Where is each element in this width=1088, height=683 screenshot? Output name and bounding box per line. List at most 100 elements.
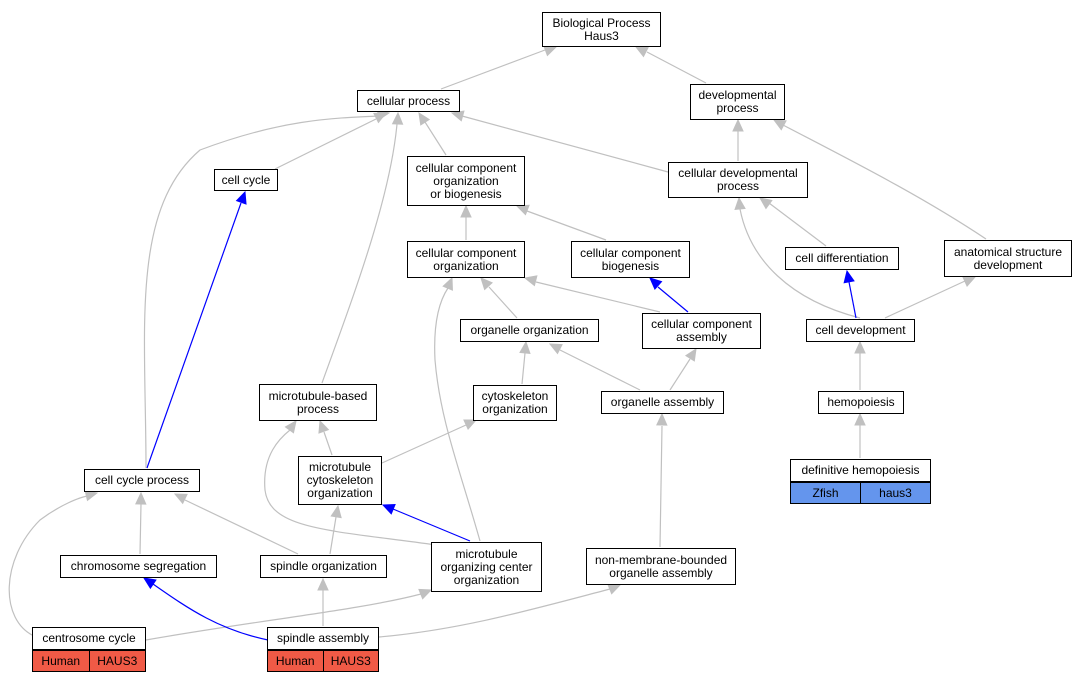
arrowhead [463,419,478,431]
edge-spindleassembly-to-chromseg [142,577,269,641]
node-developmental-process[interactable]: developmental process [690,84,785,120]
edge-orgorg-to-ccorg [480,277,518,319]
arrowhead [135,491,147,505]
arrowhead [772,119,787,131]
edge-celldev-to-developmental [732,118,744,161]
arrowhead [391,111,404,125]
edge-mtoc-to-ccorg [434,276,481,542]
node-hemopoiesis[interactable]: hemopoiesis [818,391,904,414]
arrowhead [649,277,663,290]
node-cell-development[interactable]: cell development [806,319,915,342]
node-cellular-component-organization[interactable]: cellular component organization [407,241,525,278]
annotation-species-human[interactable]: Human [33,651,89,671]
annotation-species-human[interactable]: Human [268,651,323,671]
edge-hemo-to-celldev [854,340,866,390]
arrowhead [142,577,157,590]
edge-centrosome-to-mtoc [145,588,433,641]
edge-ccassembly-to-ccorg [523,275,661,313]
node-cell-cycle[interactable]: cell cycle [214,169,278,191]
node-cell-differentiation[interactable]: cell differentiation [785,247,899,270]
node-cellular-component-organization-or-biogenesis[interactable]: cellular component organization or bioge… [407,156,525,206]
arrowhead [381,504,396,515]
node-centrosome-cycle[interactable]: centrosome cycle [32,627,146,650]
edge-celldiff-to-celldev [759,197,827,247]
edge-cytoskel-to-orgorg [519,340,531,385]
arrowhead [317,577,329,591]
edge-spindleorg-to-mtcyto [329,504,342,555]
edge-spindleassembly-to-spindleorg [317,577,329,626]
edge-celldev-to-cellular-process [450,110,669,173]
node-cellular-process[interactable]: cellular process [357,90,460,112]
annotation-species-zfish[interactable]: Zfish [791,483,860,503]
arrowhead [442,276,453,291]
edge-developmental-to-root [634,46,707,84]
node-microtubule-organizing-center-organization[interactable]: microtubule organizing center organizati… [431,542,542,592]
node-non-membrane-bounded-organelle-assembly[interactable]: non-membrane-bounded organelle assembly [586,548,736,585]
edge-mtoc-to-mtcyto [381,504,471,542]
node-cellular-component-assembly[interactable]: cellular component assembly [642,313,761,349]
node-organelle-organization[interactable]: organelle organization [460,319,599,342]
arrowhead [480,277,493,291]
arrowhead [84,490,99,502]
annotation-row-spindle-assembly: Human HAUS3 [267,650,379,672]
arrowhead [854,340,866,354]
annotation-row-definitive-hemopoiesis: Zfish haus3 [790,482,931,504]
arrowhead [519,340,531,354]
edge-defhemo-to-hemo [854,412,866,458]
edge-ccassembly-to-ccbio [649,277,689,313]
arrowhead [450,110,465,122]
arrowhead [843,269,855,284]
arrowhead [684,347,697,362]
arrowhead [656,412,668,426]
edge-orgassembly-to-orgorg [548,343,641,391]
arrowhead [515,204,530,216]
edge-anat-to-developmental [772,119,987,240]
arrowhead [854,412,866,426]
node-chromosome-segregation[interactable]: chromosome segregation [60,555,217,578]
arrowhead [418,111,431,126]
node-spindle-organization[interactable]: spindle organization [260,555,387,578]
edge-spindleassembly-to-nonmem [378,583,622,638]
edge-orgassembly-to-ccassembly [669,347,697,391]
node-cellular-component-biogenesis[interactable]: cellular component biogenesis [571,241,690,278]
edge-mtbased-to-cellular-process [321,111,404,384]
edge-celldev-to-anat [884,276,977,319]
arrowhead [548,343,563,355]
edge-celldev-to-celldiff [843,269,857,319]
node-microtubule-based-process[interactable]: microtubule-based process [259,384,377,421]
arrowhead [634,46,649,58]
node-biological-process-haus3[interactable]: Biological Process Haus3 [542,12,661,47]
arrowhead [460,204,472,218]
arrowhead [418,588,433,600]
edge-cellcycleproc-to-cellcycle [146,190,247,469]
node-microtubule-cytoskeleton-organization[interactable]: microtubule cytoskeleton organization [298,456,382,505]
annotation-gene-haus3[interactable]: HAUS3 [88,651,145,671]
arrowhead [962,276,977,288]
arrowhead [284,420,297,434]
arrowhead [732,118,744,132]
edge-ccob-to-cellular-process [418,111,447,156]
annotation-row-centrosome-cycle: Human HAUS3 [32,650,146,672]
node-cell-cycle-process[interactable]: cell cycle process [84,469,200,492]
annotation-gene-haus3[interactable]: HAUS3 [322,651,378,671]
node-definitive-hemopoiesis[interactable]: definitive hemopoiesis [790,459,931,482]
edge-spindleorg-to-cellcycleproc [173,493,299,555]
edge-nonmem-to-orgassembly [656,412,668,548]
edge-chromseg-to-cellcycleproc [135,491,147,555]
node-anatomical-structure-development[interactable]: anatomical structure development [944,240,1072,277]
arrowhead [607,583,622,595]
arrowhead [523,275,538,287]
node-cytoskeleton-organization[interactable]: cytoskeleton organization [473,385,557,421]
node-spindle-assembly[interactable]: spindle assembly [267,627,379,650]
edge-mtoc-to-mtbased [264,420,437,546]
edge-ccbio-to-ccob [515,204,607,241]
node-organelle-assembly[interactable]: organelle assembly [601,391,724,414]
edge-mtcyto-to-mtbased [318,419,333,456]
arrowhead [543,45,558,57]
annotation-gene-haus3[interactable]: haus3 [860,483,930,503]
edge-mtcyto-to-cytoskel [381,419,478,464]
edge-ccorg-to-ccob [460,204,472,240]
arrowhead [330,504,342,519]
node-cellular-developmental-process[interactable]: cellular developmental process [668,162,808,198]
